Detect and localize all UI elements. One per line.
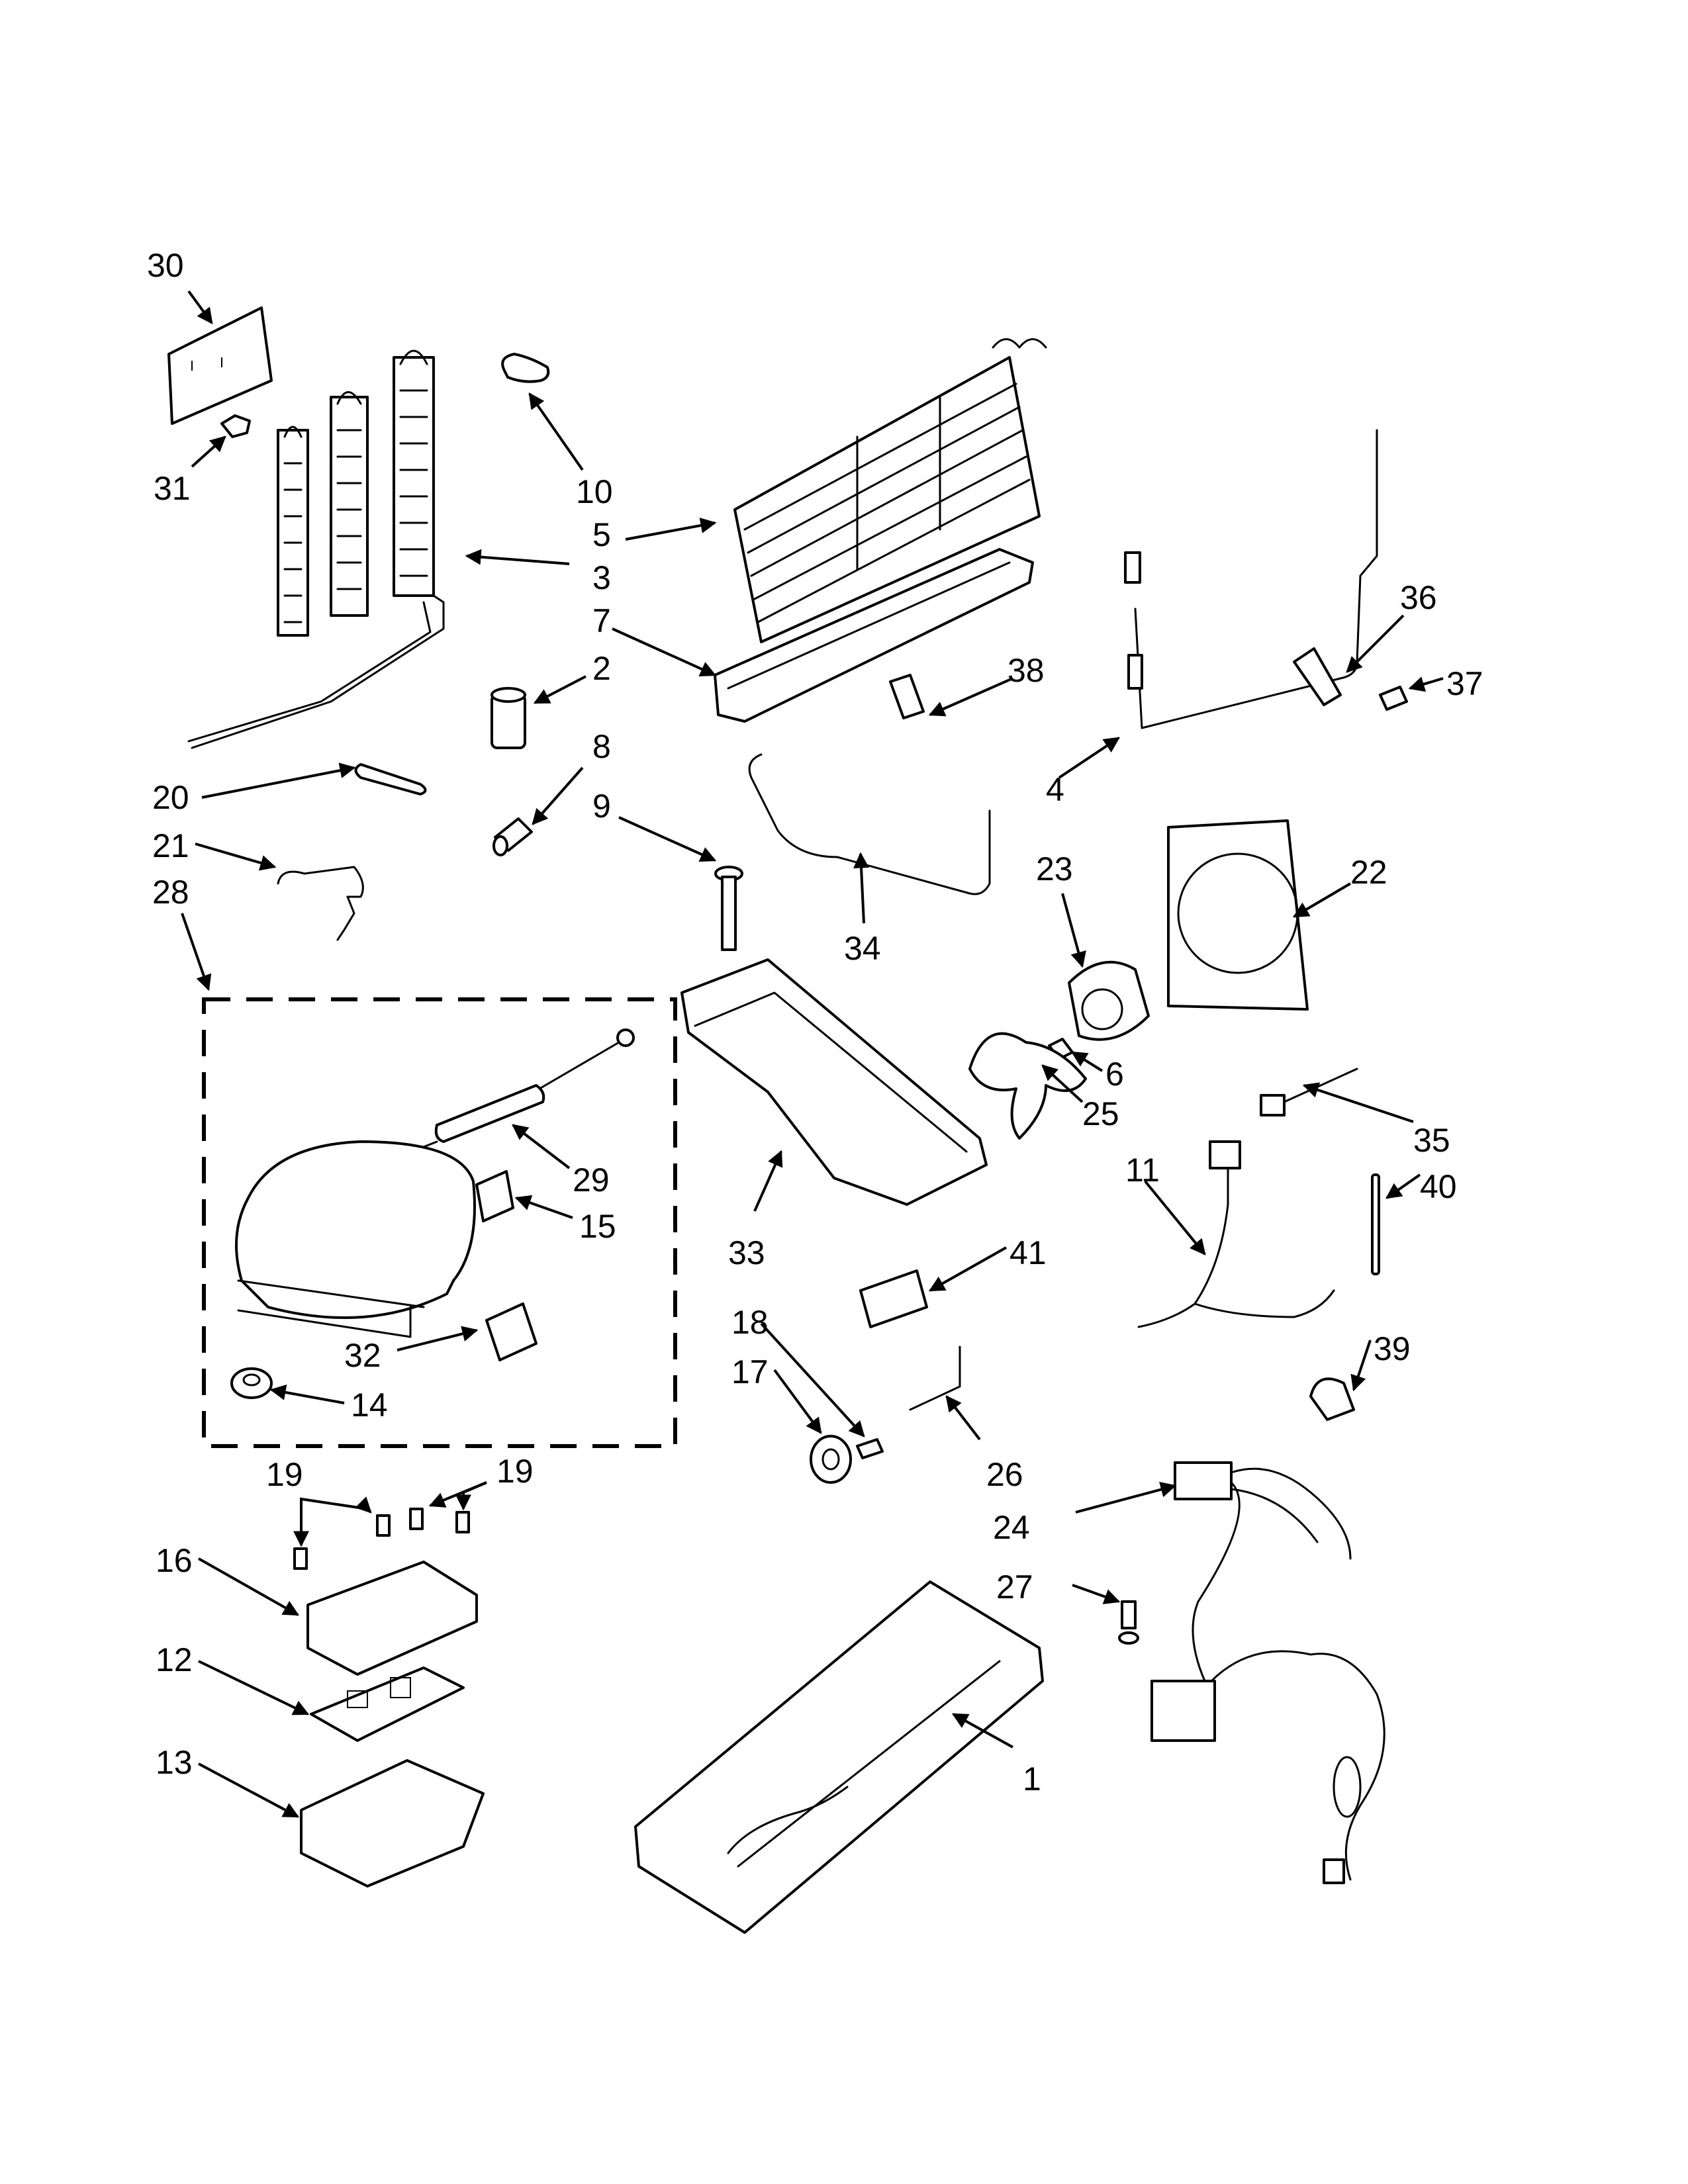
part-5-evaporator bbox=[733, 338, 1047, 643]
callout-27: 27 bbox=[996, 1569, 1033, 1606]
part-27-screw bbox=[1118, 1600, 1139, 1645]
callout-35: 35 bbox=[1413, 1122, 1450, 1159]
callout-19-right: 19 bbox=[496, 1453, 534, 1490]
part-1-base-plate bbox=[634, 1580, 1044, 1934]
callout-37: 37 bbox=[1446, 665, 1483, 702]
callout-10: 10 bbox=[576, 473, 613, 510]
callout-7: 7 bbox=[592, 602, 611, 639]
part-10-clip bbox=[501, 353, 550, 383]
callout-25: 25 bbox=[1082, 1095, 1119, 1132]
part-28-compressor-kit-box bbox=[202, 997, 677, 1448]
part-32-capacitor bbox=[485, 1302, 538, 1361]
part-39-clip bbox=[1309, 1377, 1355, 1421]
part-9-drain-tube bbox=[714, 866, 743, 951]
callout-14: 14 bbox=[351, 1387, 388, 1424]
part-36-clip bbox=[1293, 647, 1342, 706]
part-34-tube bbox=[748, 753, 991, 895]
part-11-wire-harness bbox=[1137, 1140, 1335, 1328]
callout-5: 5 bbox=[592, 516, 611, 553]
callout-23: 23 bbox=[1036, 850, 1073, 887]
part-23-fan-motor bbox=[1068, 960, 1150, 1041]
part-2-cylinder bbox=[491, 687, 526, 749]
callout-34: 34 bbox=[844, 930, 881, 967]
part-12-control-board bbox=[310, 1666, 465, 1742]
part-25-fan-blade bbox=[968, 1032, 1087, 1140]
part-37-screw bbox=[1379, 686, 1408, 711]
callout-36: 36 bbox=[1400, 579, 1437, 616]
callout-38: 38 bbox=[1008, 652, 1045, 689]
callout-4: 4 bbox=[1046, 771, 1064, 808]
part-16-module-cover bbox=[306, 1561, 478, 1676]
part-19-screws bbox=[293, 1508, 470, 1570]
part-13-housing bbox=[300, 1759, 485, 1888]
callout-18: 18 bbox=[731, 1304, 769, 1341]
callout-17: 17 bbox=[731, 1353, 769, 1390]
part-29-tube bbox=[416, 1028, 635, 1151]
part-4-heater-wire bbox=[1124, 429, 1378, 729]
part-7-drip-tray bbox=[714, 548, 1034, 723]
part-8-fitting bbox=[492, 817, 533, 856]
part-3-condenser-coil bbox=[187, 349, 445, 749]
callout-16: 16 bbox=[156, 1542, 193, 1579]
callout-6: 6 bbox=[1105, 1056, 1124, 1093]
part-17-roller bbox=[810, 1435, 852, 1484]
callout-9: 9 bbox=[592, 788, 611, 825]
part-38-clip bbox=[889, 674, 925, 719]
part-26-elbow-tube bbox=[909, 1345, 961, 1411]
compressor bbox=[235, 1140, 476, 1338]
callout-41: 41 bbox=[1009, 1234, 1047, 1271]
callout-33: 33 bbox=[728, 1234, 765, 1271]
part-30-cover-plate bbox=[167, 306, 273, 425]
callout-2: 2 bbox=[592, 650, 611, 687]
part-18-screw bbox=[856, 1438, 884, 1459]
callout-26: 26 bbox=[986, 1456, 1023, 1493]
callout-30: 30 bbox=[147, 247, 184, 284]
leader-lines bbox=[181, 290, 1444, 1818]
callout-11: 11 bbox=[1125, 1152, 1160, 1189]
part-31-clip bbox=[220, 414, 251, 438]
callout-20: 20 bbox=[152, 779, 189, 816]
part-15-relay bbox=[475, 1170, 514, 1222]
part-22-fan-shroud bbox=[1167, 819, 1309, 1011]
callout-24: 24 bbox=[993, 1509, 1030, 1546]
part-35-cable-tie bbox=[1260, 1068, 1358, 1116]
part-41-filter bbox=[859, 1269, 928, 1328]
callout-1: 1 bbox=[1023, 1760, 1041, 1797]
callout-15: 15 bbox=[579, 1208, 616, 1245]
callout-numbers: 30 31 10 5 3 7 2 8 9 20 21 28 38 4 36 37… bbox=[147, 247, 1483, 1797]
callout-12: 12 bbox=[156, 1641, 193, 1678]
part-20-bracket bbox=[354, 763, 427, 796]
part-40-rod bbox=[1371, 1173, 1380, 1275]
part-14-grommet bbox=[230, 1367, 273, 1399]
callout-19-left: 19 bbox=[266, 1456, 303, 1493]
callout-29: 29 bbox=[573, 1161, 610, 1199]
callout-13: 13 bbox=[156, 1744, 193, 1781]
part-33-tray bbox=[680, 958, 988, 1206]
part-24-wire-harness bbox=[1150, 1461, 1385, 1884]
callout-32: 32 bbox=[344, 1337, 381, 1374]
callout-31: 31 bbox=[154, 470, 191, 507]
callout-22: 22 bbox=[1350, 854, 1387, 891]
callout-8: 8 bbox=[592, 728, 611, 765]
callout-39: 39 bbox=[1374, 1330, 1411, 1367]
callout-28: 28 bbox=[152, 874, 189, 911]
callout-3: 3 bbox=[592, 559, 611, 596]
callout-40: 40 bbox=[1420, 1168, 1457, 1205]
part-21-tube bbox=[277, 866, 364, 941]
callout-21: 21 bbox=[152, 827, 189, 864]
